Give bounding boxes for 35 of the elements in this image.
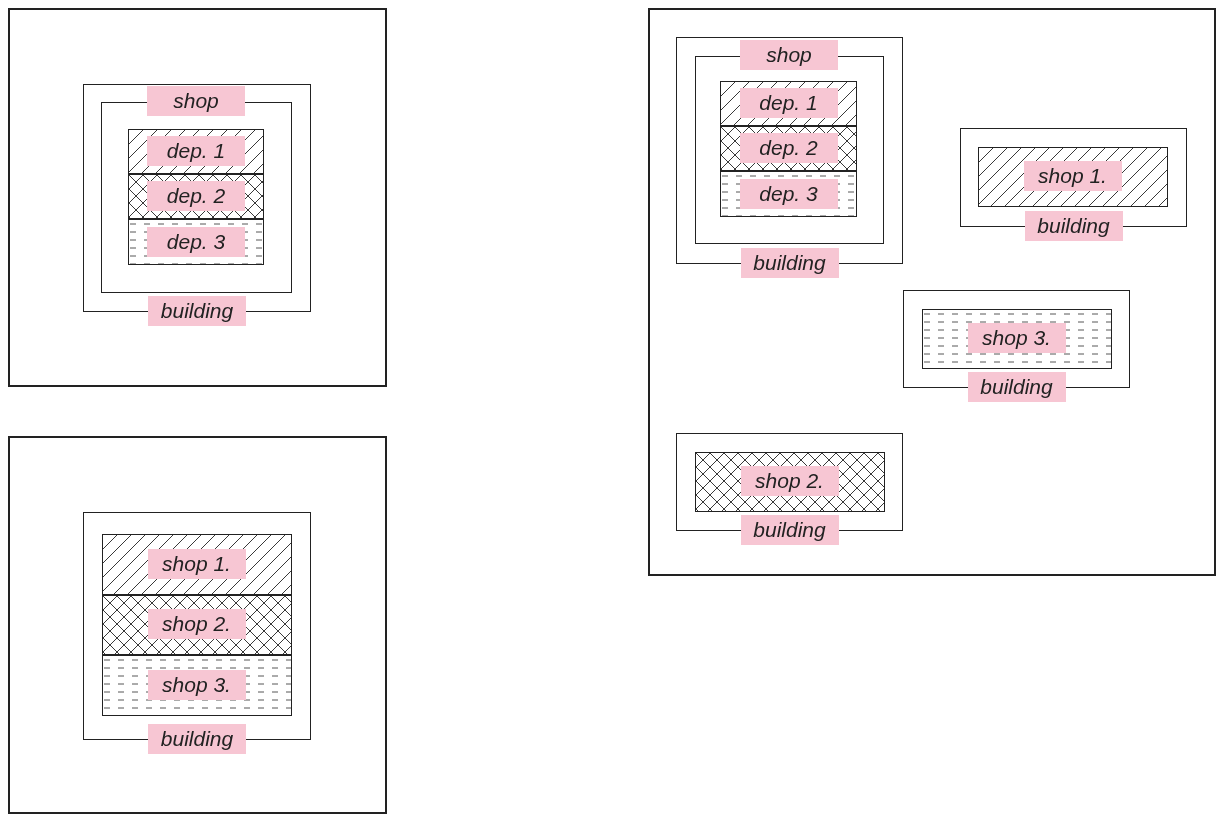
area-label: shop 3. [147,669,246,700]
area-label: building [967,372,1066,402]
panel-frame [8,436,387,814]
panel-frame [8,8,387,387]
area-label: shop 1. [1023,161,1122,191]
area-label: shop 2. [740,466,839,496]
area-label: shop 1. [147,548,246,579]
department-area [720,126,857,171]
area-label: building [1024,211,1123,241]
area-label: dep. 3 [147,226,245,257]
area-label: building [740,248,839,278]
department-area [128,219,264,265]
department-area [128,174,264,219]
area-label: shop 3. [967,323,1066,353]
shop-area [101,594,292,655]
area-label: building [148,296,246,326]
department-area [128,129,264,174]
shop-area [101,533,292,595]
shop-area [921,308,1112,369]
area-label: dep. 3 [739,178,838,209]
panel-frame [648,8,1216,576]
area-label: shop [740,39,838,70]
department-area [720,171,857,217]
shop-area [977,146,1168,207]
area-label: dep. 2 [739,133,838,163]
area-label: shop [147,85,245,116]
department-area [720,81,857,126]
shop-area [694,451,885,512]
shop-area [101,654,292,716]
area-label: building [148,724,246,754]
area-label: shop 2. [147,609,246,639]
area-label: building [740,515,839,545]
area-label: dep. 2 [147,181,245,211]
area-label: dep. 1 [147,136,245,166]
area-label: dep. 1 [739,88,838,118]
